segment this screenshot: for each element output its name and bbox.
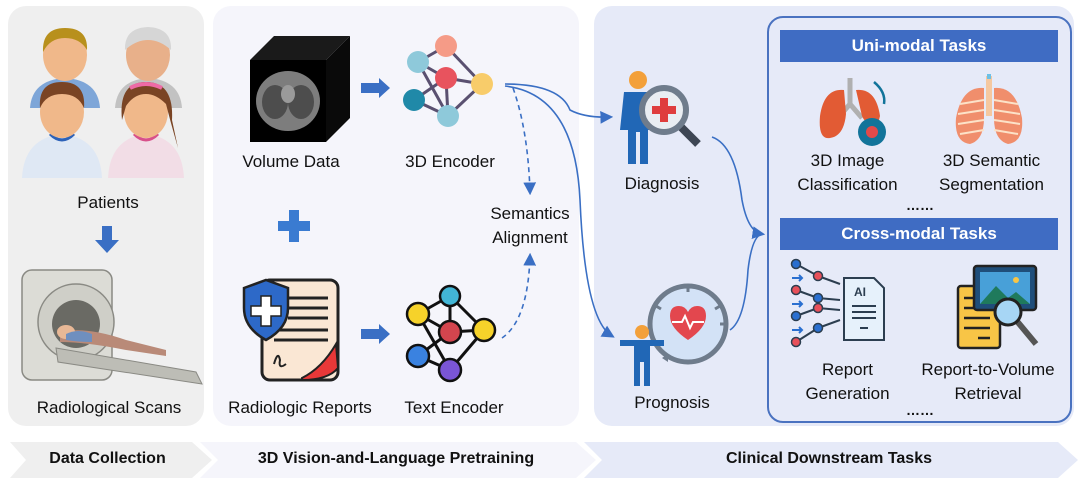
patients-label: Patients xyxy=(77,193,139,212)
encoder-to-diagnosis-arrow xyxy=(504,83,614,124)
stage-label-clinical: Clinical Downstream Tasks xyxy=(726,450,932,467)
ai-badge: AI xyxy=(854,285,866,299)
diagnosis-to-tasks-arrow xyxy=(711,136,766,239)
semantics-alignment-label: Semantics Alignment xyxy=(482,202,578,250)
prognosis-icon xyxy=(620,283,729,386)
semantic-segmentation-line1: 3D Semantic xyxy=(942,151,1041,170)
volume-data-label: Volume Data xyxy=(242,152,340,171)
alignment-arrow-down xyxy=(512,87,537,196)
report-to-volume-retrieval-icon xyxy=(956,264,1039,350)
report-generation-line1: Report xyxy=(821,360,874,379)
right-arrow-icon xyxy=(361,78,390,98)
down-arrow-icon xyxy=(95,226,119,253)
stage-arrow-clinical xyxy=(584,442,1078,478)
semantic-segmentation-line2: Segmentation xyxy=(939,175,1044,194)
report-generation-label: Report Generation xyxy=(790,358,905,406)
report-to-volume-line1: Report-to-Volume xyxy=(921,360,1055,379)
image-classification-label: 3D Image Classification xyxy=(780,149,915,197)
text-encoder-icon xyxy=(405,284,497,383)
prognosis-to-tasks-arrow xyxy=(729,233,763,331)
patients-icon xyxy=(22,27,184,178)
uni-modal-ellipsis: …… xyxy=(906,197,934,213)
stage-arrow-data-collection xyxy=(10,442,212,478)
stage-banner-arrows xyxy=(10,442,1078,478)
semantics-alignment-line2: Alignment xyxy=(492,228,568,247)
report-generation-line2: Generation xyxy=(805,384,890,403)
3d-encoder-label: 3D Encoder xyxy=(405,152,495,171)
cross-modal-tasks-header: Cross-modal Tasks xyxy=(780,218,1058,250)
image-classification-line1: 3D Image xyxy=(810,151,885,170)
prognosis-label: Prognosis xyxy=(634,393,710,412)
report-to-volume-line2: Retrieval xyxy=(954,384,1022,403)
radiologic-reports-label: Radiologic Reports xyxy=(228,398,372,417)
semantic-segmentation-label: 3D Semantic Segmentation xyxy=(924,149,1059,197)
radiologic-report-icon xyxy=(242,278,340,382)
radiological-scans-label: Radiological Scans xyxy=(36,398,182,417)
lung-classification-icon xyxy=(819,78,886,146)
downstream-tasks-box xyxy=(767,16,1072,423)
uni-modal-tasks-header: Uni-modal Tasks xyxy=(780,30,1058,62)
stage-label-data-collection: Data Collection xyxy=(49,450,166,467)
3d-encoder-icon xyxy=(403,35,493,127)
report-to-volume-label: Report-to-Volume Retrieval xyxy=(908,358,1068,406)
diagnosis-label: Diagnosis xyxy=(624,174,700,193)
text-encoder-label: Text Encoder xyxy=(404,398,504,417)
ct-scanner-icon xyxy=(21,269,203,385)
volume-data-icon xyxy=(250,36,350,142)
diagnosis-icon xyxy=(620,71,701,164)
stage-arrow-pretraining xyxy=(200,442,596,478)
image-classification-line2: Classification xyxy=(797,175,898,194)
report-generation-icon: AI xyxy=(790,258,885,348)
stage-label-pretraining: 3D Vision-and-Language Pretraining xyxy=(257,450,535,467)
lung-segmentation-icon xyxy=(955,74,1023,144)
cross-modal-ellipsis: …… xyxy=(906,402,934,418)
semantics-alignment-line1: Semantics xyxy=(490,204,570,223)
alignment-arrow-up xyxy=(501,252,537,339)
encoder-to-prognosis-arrow xyxy=(504,85,615,338)
plus-icon xyxy=(278,210,310,242)
right-arrow-icon xyxy=(361,324,390,344)
